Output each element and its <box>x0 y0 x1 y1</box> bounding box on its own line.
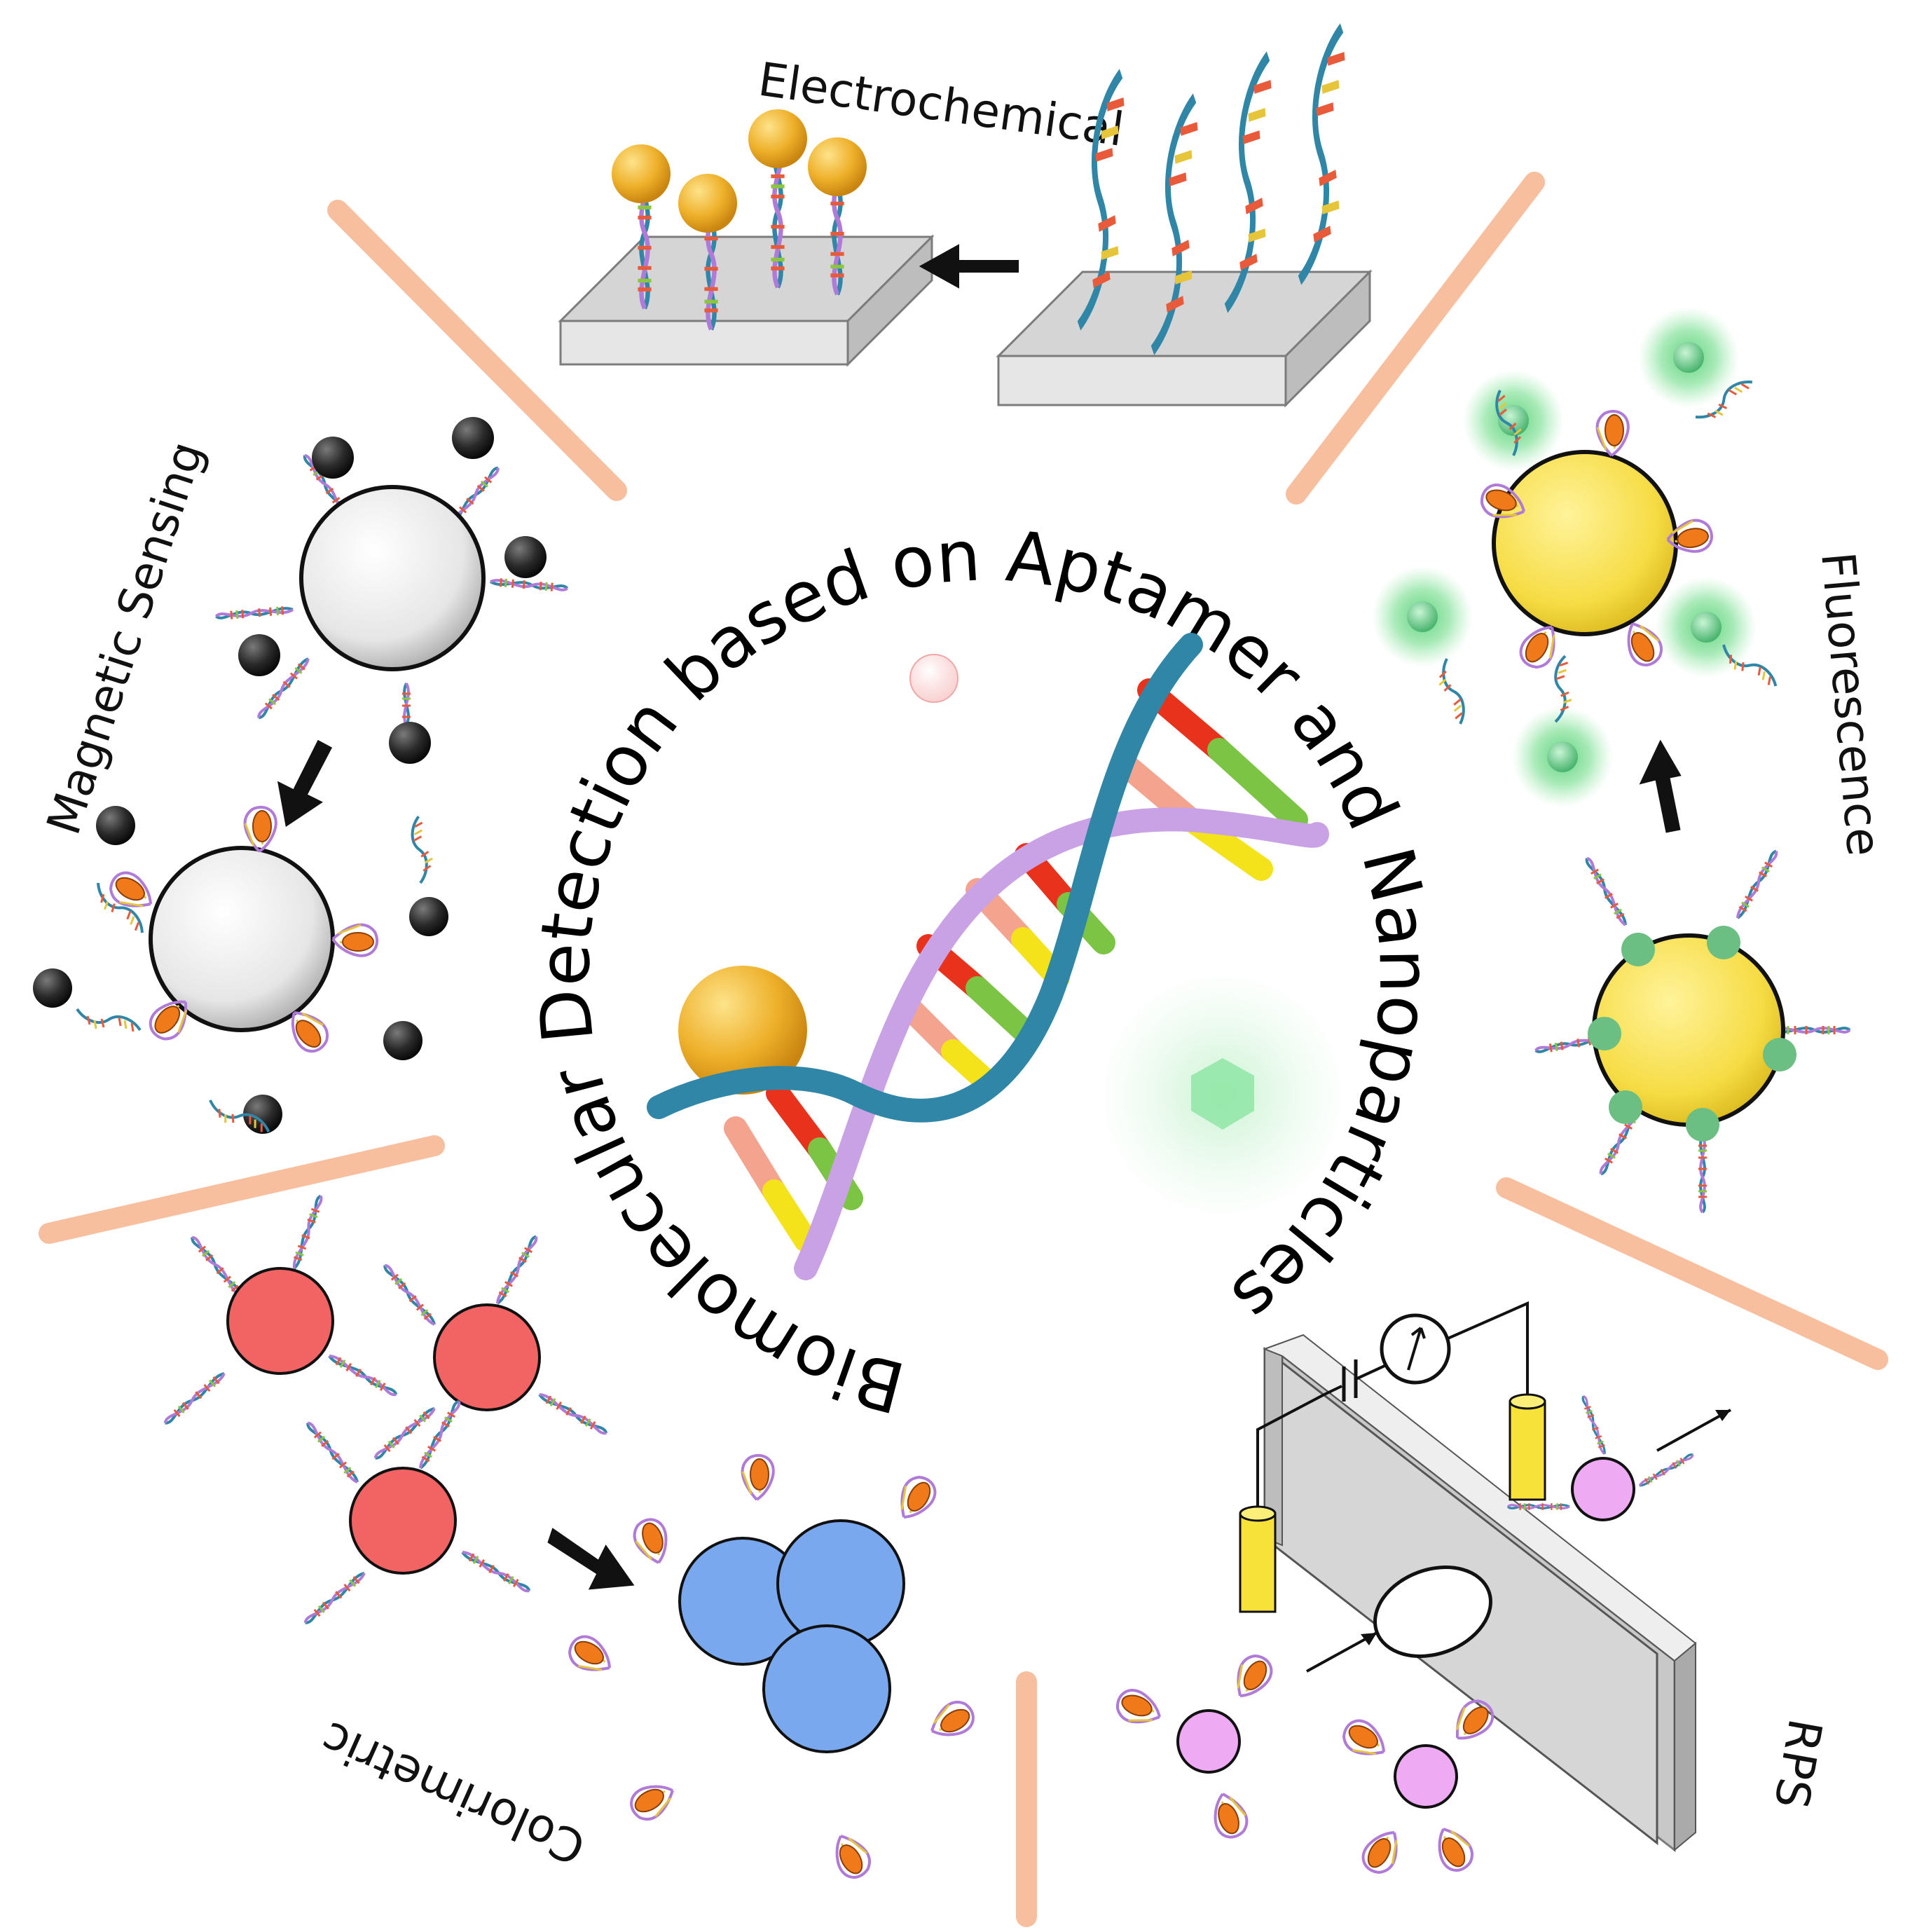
free-magnetic-label <box>33 968 72 1008</box>
magnetic-label <box>312 437 354 479</box>
label-fluorescence: Fluorescence <box>1810 550 1891 858</box>
gold-label-4 <box>808 137 867 196</box>
red-gold-np <box>349 1467 457 1575</box>
red-gold-np <box>433 1303 541 1411</box>
gold-label-3 <box>748 109 807 168</box>
rps-pink-np <box>1571 1457 1635 1521</box>
rps-particle-top <box>1506 1394 1731 1521</box>
magnetic-bead-bottom <box>33 805 448 1135</box>
section-rps: RPS <box>1111 1301 1832 1879</box>
electrode-yellow-left <box>1239 1505 1277 1613</box>
magnetic-label <box>238 634 280 676</box>
rps-pink-np <box>1176 1709 1241 1774</box>
divider-top-left <box>327 200 627 501</box>
fluor-gold-np-bound <box>1492 450 1678 636</box>
section-electrochemical: Electrochemical <box>558 28 1373 408</box>
rps-pink-np <box>1394 1744 1458 1809</box>
pink-nanoparticle <box>909 654 958 703</box>
magnetic-label <box>389 722 431 764</box>
fluor-quenched-np <box>1372 307 1785 807</box>
divider-left <box>39 1135 445 1244</box>
blue-gold-np <box>762 1624 891 1753</box>
label-colorimetric: Colorimetric <box>313 1711 593 1875</box>
free-magnetic-label <box>383 1021 422 1060</box>
rps-particle-bottom <box>1337 1693 1500 1879</box>
helix-strand-purple <box>794 807 1329 1280</box>
title-ring: Biomolecular Detection based on Aptamer … <box>523 514 1445 1428</box>
gold-nanoparticle <box>678 966 807 1095</box>
label-magnetic-sensing: Magnetic Sensing <box>36 435 214 841</box>
red-gold-np <box>226 1267 334 1375</box>
section-dividers <box>39 172 1888 1927</box>
rps-particle-left <box>1111 1631 1377 1843</box>
label-electrochemical: Electrochemical <box>755 53 1127 157</box>
electrode-right <box>996 28 1373 408</box>
red-np-dispersed <box>160 1193 610 1628</box>
green-nanocrystal <box>1191 1058 1254 1130</box>
label-rps: RPS <box>1764 1715 1832 1812</box>
gold-label-1 <box>612 144 671 203</box>
free-magnetic-label <box>96 806 135 845</box>
title-ring-text: Biomolecular Detection based on Aptamer … <box>523 514 1445 1428</box>
section-fluorescence: Fluorescence <box>1372 307 1891 1214</box>
arrow-left-electro <box>919 244 1019 289</box>
free-magnetic-label <box>409 897 448 936</box>
blue-np-aggregate <box>563 1453 980 1884</box>
rps-pore <box>1373 1566 1492 1658</box>
magnetic-label <box>452 417 494 459</box>
gold-label-2 <box>678 174 737 233</box>
arrow-up-fluorescence <box>1639 739 1682 833</box>
electrode-left <box>558 109 935 367</box>
fluor-np-initial <box>1533 847 1851 1214</box>
divider-top-right <box>1286 172 1545 505</box>
rps-membrane <box>1263 1334 1697 1853</box>
helix-strand-blue <box>647 633 1203 1123</box>
section-colorimetric: Colorimetric <box>160 1193 980 1884</box>
magnetic-bead-top <box>214 417 570 764</box>
divider-right <box>1496 1177 1888 1370</box>
electrode-yellow-right <box>1509 1393 1546 1501</box>
central-dna-helix <box>647 633 1349 1280</box>
arrow-down-magnetic <box>277 739 333 828</box>
arrow-aggregation <box>547 1528 635 1590</box>
free-magnetic-label <box>243 1095 282 1134</box>
magnetic-bead <box>299 485 486 671</box>
magnetic-label <box>504 536 547 578</box>
section-magnetic-sensing: Magnetic Sensing <box>33 417 570 1135</box>
